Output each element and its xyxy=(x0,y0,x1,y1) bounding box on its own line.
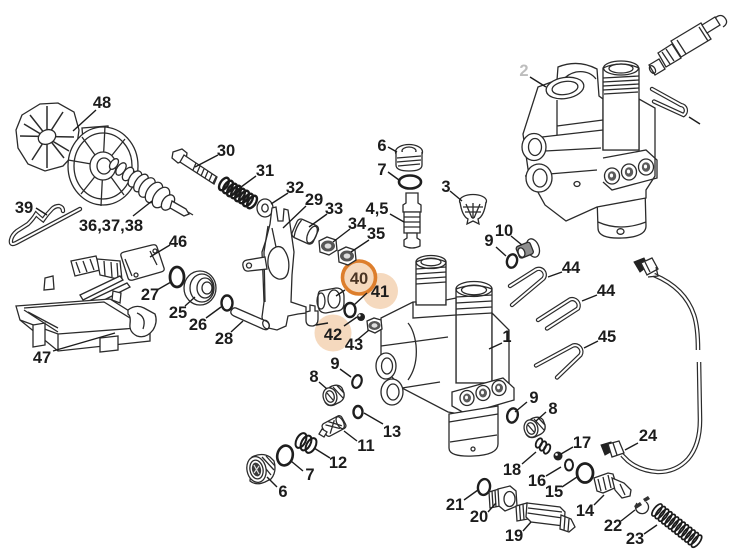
svg-text:39: 39 xyxy=(15,199,33,217)
svg-text:32: 32 xyxy=(286,179,304,197)
svg-text:26: 26 xyxy=(189,316,207,334)
svg-text:7: 7 xyxy=(377,161,386,179)
svg-text:8: 8 xyxy=(309,368,318,386)
svg-text:43: 43 xyxy=(345,336,363,354)
svg-text:42: 42 xyxy=(324,326,342,344)
svg-text:9: 9 xyxy=(484,232,493,250)
svg-text:6: 6 xyxy=(278,483,287,501)
svg-text:9: 9 xyxy=(330,355,339,373)
svg-text:19: 19 xyxy=(505,527,523,545)
svg-text:12: 12 xyxy=(329,454,347,472)
svg-text:24: 24 xyxy=(639,427,658,445)
svg-text:27: 27 xyxy=(141,286,159,304)
svg-text:44: 44 xyxy=(597,282,616,300)
svg-text:1: 1 xyxy=(502,328,511,346)
svg-text:23: 23 xyxy=(626,530,644,548)
svg-text:20: 20 xyxy=(470,508,488,526)
svg-text:29: 29 xyxy=(305,191,323,209)
svg-text:36,37,38: 36,37,38 xyxy=(79,217,143,235)
svg-text:48: 48 xyxy=(93,94,111,112)
svg-text:41: 41 xyxy=(371,283,389,301)
svg-text:40: 40 xyxy=(350,270,368,288)
svg-text:47: 47 xyxy=(33,349,51,367)
svg-text:14: 14 xyxy=(576,502,595,520)
svg-text:45: 45 xyxy=(598,328,616,346)
svg-text:17: 17 xyxy=(573,434,591,452)
svg-text:31: 31 xyxy=(256,162,274,180)
svg-text:30: 30 xyxy=(217,142,235,160)
svg-text:11: 11 xyxy=(357,437,374,455)
svg-text:46: 46 xyxy=(169,233,187,251)
svg-text:7: 7 xyxy=(305,466,314,484)
svg-text:9: 9 xyxy=(529,389,538,407)
svg-text:15: 15 xyxy=(545,483,563,501)
svg-text:18: 18 xyxy=(503,461,521,479)
svg-text:28: 28 xyxy=(215,330,233,348)
svg-text:6: 6 xyxy=(377,137,386,155)
svg-text:13: 13 xyxy=(383,423,401,441)
svg-text:22: 22 xyxy=(604,517,622,535)
svg-text:21: 21 xyxy=(446,496,464,514)
svg-text:2: 2 xyxy=(519,62,528,80)
svg-text:34: 34 xyxy=(348,215,367,233)
svg-text:4,5: 4,5 xyxy=(366,200,389,218)
svg-text:33: 33 xyxy=(325,200,343,218)
svg-text:10: 10 xyxy=(495,222,513,240)
svg-text:16: 16 xyxy=(528,472,546,490)
svg-text:35: 35 xyxy=(367,225,385,243)
svg-text:25: 25 xyxy=(169,304,187,322)
svg-text:3: 3 xyxy=(441,178,450,196)
svg-text:8: 8 xyxy=(548,400,557,418)
svg-text:44: 44 xyxy=(562,259,581,277)
